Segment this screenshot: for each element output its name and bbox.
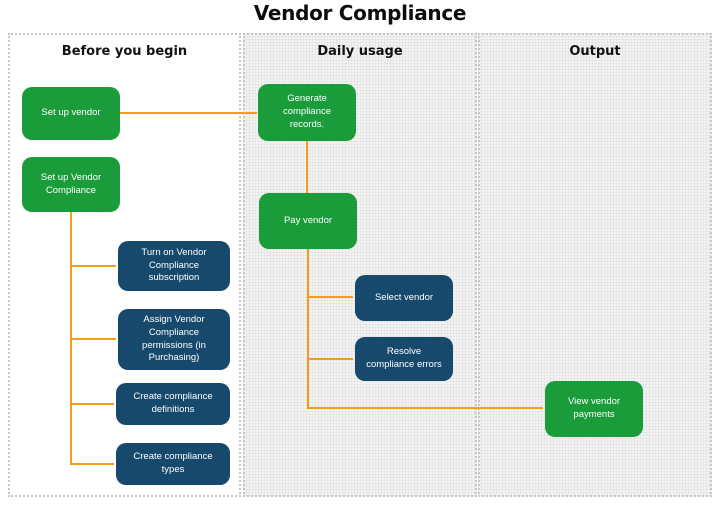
node-label: Turn on Vendor Compliance subscription bbox=[141, 246, 207, 284]
node-generate-compliance-records: Generate compliance records. bbox=[258, 84, 356, 141]
node-label: View vendor payments bbox=[567, 396, 621, 420]
node-label: Pay vendor bbox=[283, 214, 333, 226]
node-label: Resolve compliance errors bbox=[366, 346, 442, 370]
node-label: Assign Vendor Compliance permissions (in… bbox=[142, 313, 206, 364]
column-header-daily-usage: Daily usage bbox=[317, 44, 403, 59]
node-create-compliance-types: Create compliance types bbox=[116, 443, 230, 485]
node-resolve-compliance-errors: Resolve compliance errors bbox=[355, 337, 453, 381]
column-header-output: Output bbox=[569, 44, 621, 59]
node-set-up-vendor: Set up vendor bbox=[22, 87, 120, 140]
node-label: Select vendor bbox=[374, 291, 434, 303]
node-create-compliance-definitions: Create compliance definitions bbox=[116, 383, 230, 425]
node-label: Set up vendor bbox=[41, 107, 101, 119]
diagram-title: Vendor Compliance bbox=[253, 1, 467, 25]
node-view-vendor-payments: View vendor payments bbox=[545, 381, 643, 437]
column-header-before-you-begin: Before you begin bbox=[61, 44, 188, 59]
node-label: Generate compliance records. bbox=[282, 93, 332, 130]
node-label: Create compliance definitions bbox=[133, 391, 213, 415]
node-pay-vendor: Pay vendor bbox=[259, 193, 357, 249]
node-label: Create compliance types bbox=[133, 451, 213, 475]
node-assign-vendor-compliance-permissions: Assign Vendor Compliance permissions (in… bbox=[118, 309, 230, 370]
node-set-up-vendor-compliance: Set up Vendor Compliance bbox=[22, 157, 120, 212]
node-select-vendor: Select vendor bbox=[355, 275, 453, 321]
node-label: Set up Vendor Compliance bbox=[40, 171, 102, 196]
node-turn-on-vendor-compliance-subscription: Turn on Vendor Compliance subscription bbox=[118, 241, 230, 291]
